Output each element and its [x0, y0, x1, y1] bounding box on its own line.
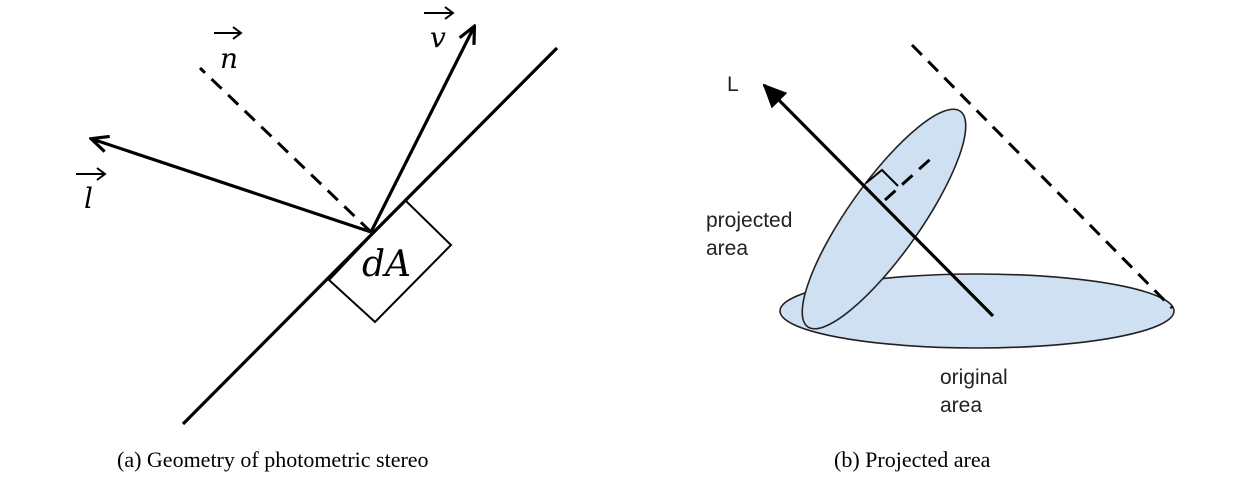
projected-area-label-2: area — [706, 237, 748, 260]
light-label-L: L — [727, 73, 739, 96]
axis-dashed-segment — [883, 152, 938, 202]
label-v: v — [424, 6, 455, 54]
label-l: l — [76, 167, 107, 215]
panel-b-diagram: L projected area original area (b) Proje… — [706, 43, 1175, 472]
original-area-label-2: area — [940, 394, 982, 417]
light-direction-arrow — [762, 83, 995, 318]
projection-dashed-line — [910, 43, 1174, 310]
patch-rectangle — [327, 198, 453, 324]
original-area-ellipse — [779, 273, 1175, 349]
caption-b: (b) Projected area — [834, 447, 991, 472]
caption-a: (a) Geometry of photometric stereo — [117, 447, 429, 472]
right-angle-marker — [865, 168, 899, 187]
panel-a-diagram: n v l dA (a) Geometry of photometric ste… — [76, 6, 559, 472]
view-vector-v — [369, 27, 474, 233]
vector-v-label: v — [430, 21, 446, 54]
vector-l-label: l — [84, 182, 93, 215]
projected-area-label-1: projected — [706, 209, 792, 232]
normal-vector-n — [198, 66, 373, 234]
patch-label-dA: dA — [362, 244, 411, 285]
vector-n-label: n — [220, 42, 238, 75]
label-n: n — [214, 26, 243, 75]
original-area-label-1: original — [940, 366, 1008, 389]
light-vector-l — [92, 139, 372, 234]
